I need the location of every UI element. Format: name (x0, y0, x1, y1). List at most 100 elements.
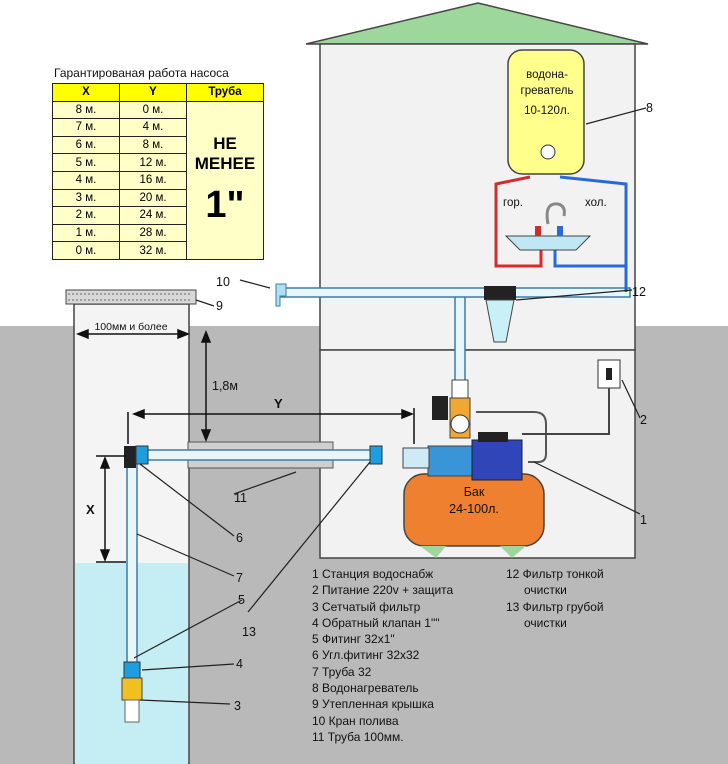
callout-9: 9 (216, 299, 223, 313)
power-switch (606, 368, 612, 380)
angle-fitting-dark (124, 446, 136, 468)
coarse-filter (402, 447, 430, 469)
hot-handle (535, 226, 541, 236)
legend-item: 10 Кран полива (312, 713, 399, 728)
angle-fitting-blue (135, 445, 149, 465)
header-pipe: Труба (186, 83, 264, 102)
row-3-y: 8 м. (119, 135, 187, 155)
row-9-y: 32 м. (119, 241, 187, 260)
row-5-x: 4 м. (52, 170, 120, 190)
water-heater (507, 49, 585, 175)
legend-item: 13 Фильтр грубой (506, 599, 604, 614)
legend-item: 2 Питание 220v + защита (312, 583, 454, 598)
row-7-y: 24 м. (119, 206, 187, 225)
hot-label: гор. (503, 197, 523, 209)
motor-box (478, 432, 508, 442)
pipe-note-line1: НЕ (213, 133, 237, 153)
legend-right: 12 Фильтр тонкой очистки 13 Фильтр грубо… (506, 566, 604, 631)
pump-motor (471, 439, 523, 481)
legend-item: 8 Водонагреватель (312, 681, 419, 696)
insulated-lid (65, 289, 197, 305)
legend-item: 4 Обратный клапан 1"" (312, 615, 440, 630)
pump-housing (427, 445, 479, 477)
heater-dial (540, 144, 556, 160)
legend-item: очистки (524, 615, 567, 630)
row-2-y: 4 м. (119, 118, 187, 137)
row-6-x: 3 м. (52, 188, 120, 208)
row-8-x: 1 м. (52, 223, 120, 243)
row-6-y: 20 м. (119, 188, 187, 208)
row-5-y: 16 м. (119, 170, 187, 190)
power-cable (522, 388, 610, 435)
width-note: 100мм и более (94, 321, 167, 333)
row-9-x: 0 м. (52, 241, 120, 260)
callout-7: 7 (236, 571, 243, 585)
fine-filter-cap (484, 286, 516, 300)
pump-table-title: Гарантированая работа насоса (54, 66, 229, 80)
callout-10: 10 (216, 275, 230, 289)
dimension-lines (75, 328, 415, 563)
garden-tap (275, 283, 287, 307)
lid-pattern (68, 293, 192, 301)
house-roof (305, 2, 649, 45)
callout-13: 13 (242, 625, 256, 639)
depth-label: 1,8м (212, 379, 238, 393)
legend-item: 7 Труба 32 (312, 664, 372, 679)
callout-4: 4 (236, 657, 243, 671)
legend-item: 12 Фильтр тонкой (506, 567, 604, 581)
row-8-y: 28 м. (119, 223, 187, 243)
row-4-y: 12 м. (119, 153, 187, 172)
row-3-x: 6 м. (52, 135, 120, 155)
callout-1: 1 (640, 513, 647, 527)
callout-6: 6 (236, 531, 243, 545)
pump-table: X Y Труба 8 м. 0 м. НЕ МЕНЕЕ 1" 7 м.4 м.… (52, 83, 264, 260)
pipe-note-line2: МЕНЕЕ (194, 153, 256, 173)
callout-5: 5 (238, 593, 245, 607)
row-2-x: 7 м. (52, 118, 120, 137)
row-7-x: 2 м. (52, 206, 120, 225)
fine-filter-body (485, 299, 515, 343)
callout-8: 8 (646, 101, 653, 115)
legend-left: 1 Станция водоснабж 2 Питание 220v + защ… (312, 566, 453, 745)
riser-fitting (451, 379, 469, 399)
tank-foot-right (500, 546, 526, 558)
row-1-y: 0 м. (119, 100, 187, 120)
row-4-x: 5 м. (52, 153, 120, 172)
legend-item: 3 Сетчатый фильтр (312, 599, 421, 614)
hot-pipe (494, 175, 543, 268)
dim-y-label: Y (274, 396, 283, 411)
legend-item: 6 Угл.фитинг 32х32 (312, 648, 420, 663)
callout-12: 12 (632, 285, 646, 299)
pressure-switch (432, 396, 448, 420)
tank-label-2: 24-100л. (449, 502, 499, 516)
sink (504, 235, 592, 251)
inlet-fitting (369, 445, 383, 465)
svg-text:10-120л.: 10-120л. (524, 105, 570, 117)
legend-item: 5 Фитинг 32х1" (312, 632, 395, 647)
svg-text:греватель: греватель (521, 85, 574, 97)
pipe-end (124, 699, 140, 723)
tank-label-1: Бак (464, 485, 485, 499)
header-y: Y (119, 83, 187, 102)
faucet (545, 202, 566, 225)
check-valve (123, 661, 141, 679)
pipe-size: 1" (205, 183, 245, 226)
strainer (121, 677, 143, 701)
legend-item: 11 Труба 100мм. (312, 729, 404, 744)
heater-label: водона- греватель 10-120л. (521, 69, 574, 117)
legend-item: 9 Утепленная крышка (312, 697, 434, 712)
pipe-requirement: НЕ МЕНЕЕ 1" (186, 100, 264, 260)
callout-numbers: 1 2 3 4 5 6 7 8 9 10 11 12 13 (216, 101, 653, 713)
callout-3: 3 (234, 699, 241, 713)
dim-x-label: X (86, 502, 95, 517)
tank-foot-left (420, 546, 446, 558)
leader-lines (133, 107, 647, 705)
cold-label: хол. (585, 197, 607, 209)
cold-handle (557, 226, 563, 236)
legend-item: очистки (524, 583, 567, 598)
cold-pipe-main (559, 175, 628, 292)
row-1-x: 8 м. (52, 100, 120, 120)
svg-text:водона-: водона- (526, 69, 568, 81)
station-hose (476, 411, 547, 463)
